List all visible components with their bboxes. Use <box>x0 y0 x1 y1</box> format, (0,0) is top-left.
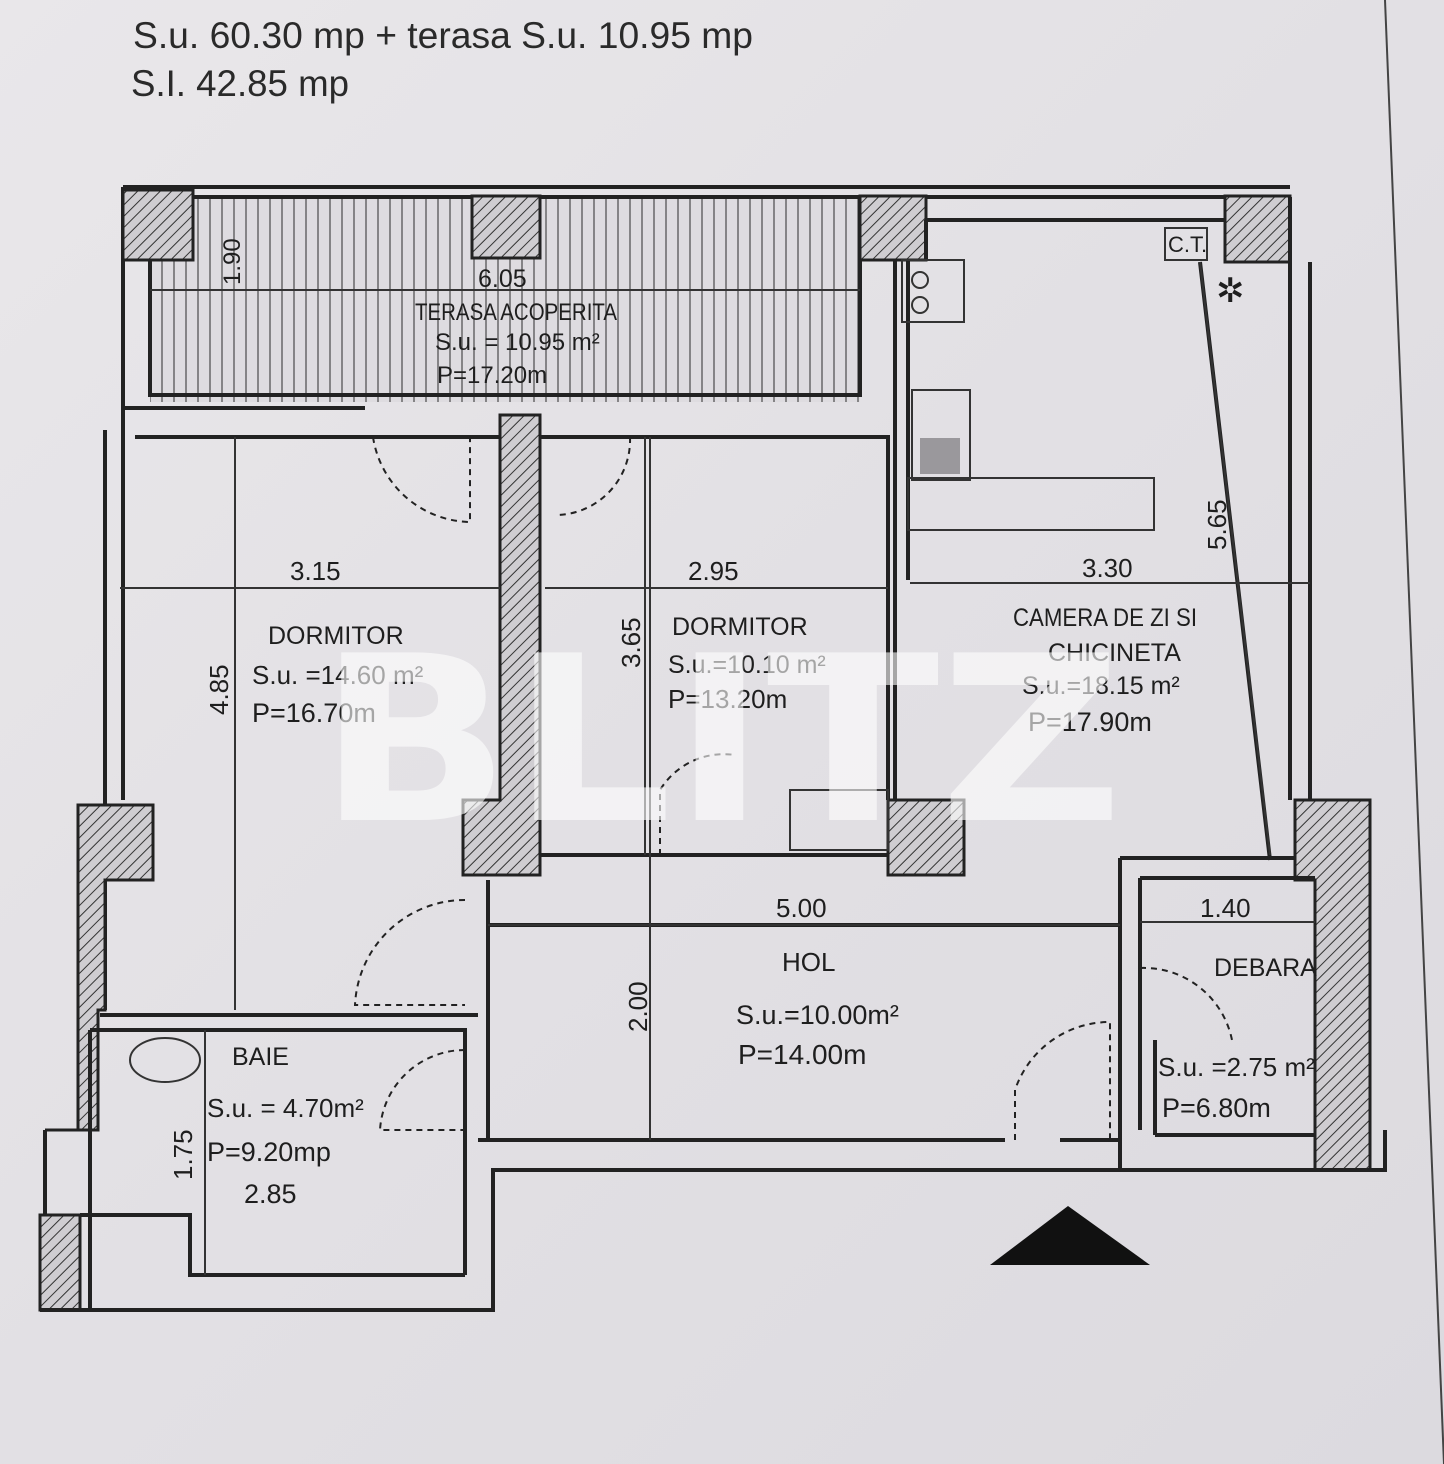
total-area-text: S.u. 60.30 mp + terasa S.u. 10.95 mp <box>133 15 753 56</box>
bedroom2-perimeter: P=13.20m <box>668 684 787 714</box>
sink-icon <box>911 389 971 481</box>
door-swing <box>372 436 471 524</box>
bedroom1-name: DORMITOR <box>268 622 404 650</box>
door-swing <box>353 898 466 1006</box>
hall-area: S.u.=10.00m² <box>736 1000 899 1030</box>
built-area-text: S.I. 42.85 mp <box>131 63 349 104</box>
dimension-lines <box>120 261 1315 1275</box>
living-name-line2: CHICINETA <box>1048 639 1181 667</box>
door-swing <box>1139 966 1233 1041</box>
terrace-perimeter: P=17.20m <box>437 362 547 389</box>
storage-perimeter: P=6.80m <box>1162 1093 1271 1123</box>
door-swing <box>554 436 632 516</box>
right-wall-hatched <box>1293 798 1372 1172</box>
terrace-width: 6.05 <box>478 265 527 293</box>
door-swing <box>378 1048 466 1131</box>
terrace-name: TERASA ACOPERITA <box>415 299 617 326</box>
kitchen-counter <box>907 477 1155 531</box>
orientation-arrow-icon <box>990 1206 1150 1265</box>
living-area: S.u.=18.15 m² <box>1022 672 1180 700</box>
bedroom-top-walls <box>135 435 890 800</box>
storage-name: DEBARA <box>1214 954 1317 982</box>
bath-area: S.u. = 4.70m² <box>207 1093 364 1123</box>
watermark: BLITZ <box>318 608 1123 875</box>
bath-perimeter: P=9.20mp <box>207 1137 331 1167</box>
outer-walls <box>103 197 1312 1010</box>
hall-perimeter: P=14.00m <box>738 1039 866 1070</box>
pillar <box>470 194 542 260</box>
bedroom2-area: S.u.=10.10 m² <box>668 651 826 679</box>
pillar <box>886 798 966 877</box>
bedroom1-perimeter: P=16.70m <box>252 698 376 728</box>
bottom-walls <box>40 1130 1387 1312</box>
hall-name: HOL <box>782 947 835 977</box>
stove-icon <box>901 259 965 323</box>
sink-icon <box>129 1037 201 1083</box>
living-width: 3.30 <box>1082 553 1133 583</box>
hall-depth: 2.00 <box>623 981 653 1032</box>
terrace-depth: 1.90 <box>219 238 246 285</box>
storage-area: S.u. =2.75 m² <box>1158 1052 1315 1082</box>
bath-name: BAIE <box>232 1043 289 1071</box>
wardrobe <box>789 789 889 851</box>
bedroom1-area: S.u. =14.60 m² <box>252 660 424 690</box>
fridge-snowflake-icon: ✲ <box>1216 272 1245 310</box>
ct-label: C.T. <box>1168 232 1207 257</box>
door-swing <box>1014 1020 1111 1140</box>
paper-edge <box>1384 0 1444 1464</box>
pillar <box>1223 194 1292 264</box>
bedroom-divider-wall <box>461 413 542 877</box>
ct-box <box>1164 227 1208 261</box>
terrace-area: S.u. = 10.95 m² <box>435 329 600 356</box>
bedroom2-width: 2.95 <box>688 556 739 586</box>
bedroom2-name: DORMITOR <box>672 613 808 641</box>
bath-width: 2.85 <box>244 1179 297 1209</box>
living-perimeter: P=17.90m <box>1028 707 1152 737</box>
hall-width: 5.00 <box>776 893 827 923</box>
bedroom1-depth: 4.85 <box>204 664 234 715</box>
living-depth: 5.65 <box>1202 499 1232 550</box>
left-wall-hatched <box>45 803 155 1132</box>
pillar <box>858 194 928 262</box>
bath-depth: 1.75 <box>168 1129 198 1180</box>
bathroom-walls <box>80 1013 478 1310</box>
door-swing <box>659 753 736 855</box>
pillar <box>121 188 195 262</box>
storage-width: 1.40 <box>1200 893 1251 923</box>
bath-wall-hatched <box>38 1213 82 1312</box>
bedroom1-width: 3.15 <box>290 556 341 586</box>
living-name-line1: CAMERA DE ZI SI <box>1013 604 1197 632</box>
bedroom2-depth: 3.65 <box>616 617 646 668</box>
